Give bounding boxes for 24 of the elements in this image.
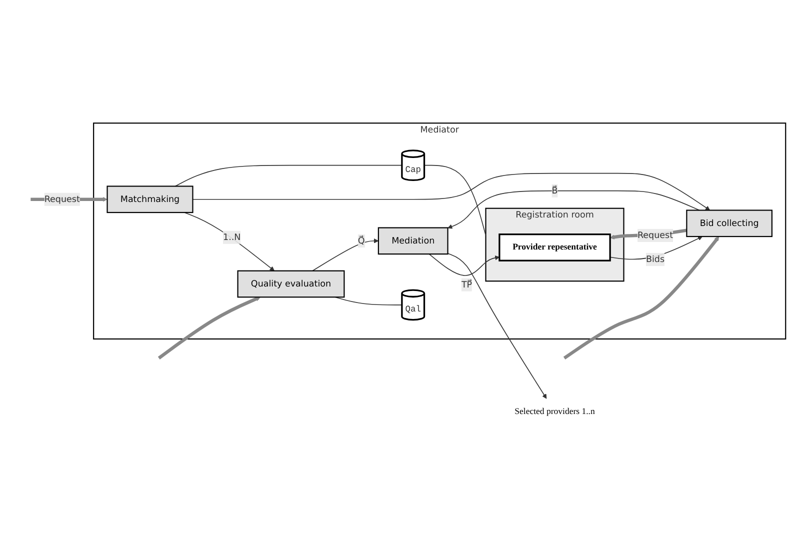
node-text: Selected providers 1..n (514, 406, 595, 416)
edge-label: Q⃗ (358, 235, 365, 246)
arrow (312, 238, 379, 272)
node-box: Provider repesentative (498, 234, 611, 262)
edge-label: Bids (646, 254, 665, 264)
arrow (610, 236, 703, 260)
arrow (447, 253, 547, 399)
arrow (448, 190, 700, 229)
edge-label: B⃗ (552, 185, 558, 196)
arrow (184, 212, 275, 272)
arrow (158, 296, 261, 360)
edge-label: Request (44, 194, 80, 204)
arrow (428, 254, 500, 276)
arrow (563, 236, 720, 360)
edge-label: 1..N (222, 232, 241, 242)
arrow (192, 172, 710, 210)
node-box: Matchmaking (106, 186, 194, 214)
edge-label: Request (637, 230, 674, 240)
edge-label: TP⃗ (461, 279, 472, 290)
node-box: Quality evaluation (237, 270, 345, 298)
connector (174, 164, 402, 187)
node-box: Mediation (378, 227, 448, 255)
node-box: Bid collecting (686, 210, 772, 238)
connector (424, 164, 486, 236)
